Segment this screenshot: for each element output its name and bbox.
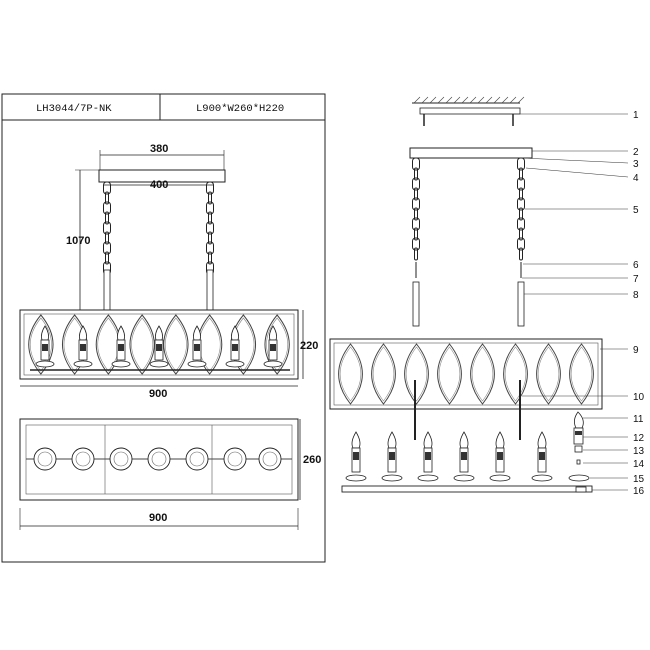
lamp-holder <box>574 445 583 453</box>
candle-front <box>149 325 169 368</box>
candle-front <box>263 325 283 368</box>
drip-cup <box>568 474 590 482</box>
part-number-8: 8 <box>633 290 639 301</box>
dim-chain-height: 1070 <box>66 235 90 247</box>
chain-left <box>103 181 111 275</box>
candle-front <box>111 325 131 368</box>
part-number-6: 6 <box>633 260 639 271</box>
candle-front <box>225 325 245 368</box>
pipe-exploded-right <box>517 281 525 327</box>
cup-top <box>258 447 282 471</box>
part-number-12: 12 <box>633 433 645 444</box>
candle-exploded <box>489 431 511 482</box>
part-number-16: 16 <box>633 486 645 497</box>
left-panel-frame <box>1 93 326 563</box>
dim-hook-spacing: 400 <box>150 179 168 191</box>
body-exploded <box>329 338 603 410</box>
cup-top <box>109 447 133 471</box>
part-number-2: 2 <box>633 147 639 158</box>
canopy-front-view <box>98 169 226 183</box>
chain-right <box>206 181 214 275</box>
candle-front <box>35 325 55 368</box>
candle-exploded <box>453 431 475 482</box>
dim-top-view-length: 900 <box>149 512 167 524</box>
pipe-right <box>206 269 214 311</box>
cup-top <box>33 447 57 471</box>
cup-top <box>185 447 209 471</box>
chain-exploded-right <box>517 157 525 261</box>
product-size: L900*W260*H220 <box>196 103 284 115</box>
leader-line <box>521 157 629 164</box>
part-number-10: 10 <box>633 392 645 403</box>
cups-top-view <box>33 447 282 471</box>
part-number-9: 9 <box>633 345 639 356</box>
chains-exploded <box>412 157 525 327</box>
candles-front-view <box>30 325 290 371</box>
arch-pattern-exploded <box>338 343 594 405</box>
pipe-exploded-left <box>412 281 420 327</box>
part-number-13: 13 <box>633 446 645 457</box>
part-number-7: 7 <box>633 274 639 285</box>
dim-body-height: 220 <box>300 340 318 352</box>
chain-exploded-left <box>412 157 420 261</box>
bottom-plate <box>341 485 593 493</box>
part-number-5: 5 <box>633 205 639 216</box>
part-number-3: 3 <box>633 159 639 170</box>
candle-exploded <box>381 431 403 482</box>
candle-exploded <box>345 431 367 482</box>
bulb-icon <box>574 411 584 429</box>
dim-body-width: 260 <box>303 454 321 466</box>
cup-top <box>147 447 171 471</box>
part-number-15: 15 <box>633 474 645 485</box>
dim-canopy-width: 380 <box>150 143 168 155</box>
dim-body-length: 900 <box>149 388 167 400</box>
candle-exploded <box>531 431 553 482</box>
part-number-1: 1 <box>633 110 639 121</box>
candles-exploded <box>345 431 553 482</box>
part-number-4: 4 <box>633 173 639 184</box>
pipe-left <box>103 269 111 311</box>
canopy-exploded <box>409 147 533 159</box>
candle-exploded <box>417 431 439 482</box>
model-number: LH3044/7P-NK <box>36 103 112 115</box>
part-number-11: 11 <box>633 414 644 425</box>
cup-top <box>71 447 95 471</box>
part-number-14: 14 <box>633 459 645 470</box>
cup-top <box>223 447 247 471</box>
single-candle-parts <box>568 411 590 482</box>
chains-front-view <box>103 181 214 311</box>
candle-front <box>187 325 207 368</box>
candle-front <box>73 325 93 368</box>
leader-line <box>525 167 629 178</box>
mounting-bar <box>419 107 521 115</box>
nut <box>576 459 581 465</box>
candle-sleeve <box>573 427 584 445</box>
